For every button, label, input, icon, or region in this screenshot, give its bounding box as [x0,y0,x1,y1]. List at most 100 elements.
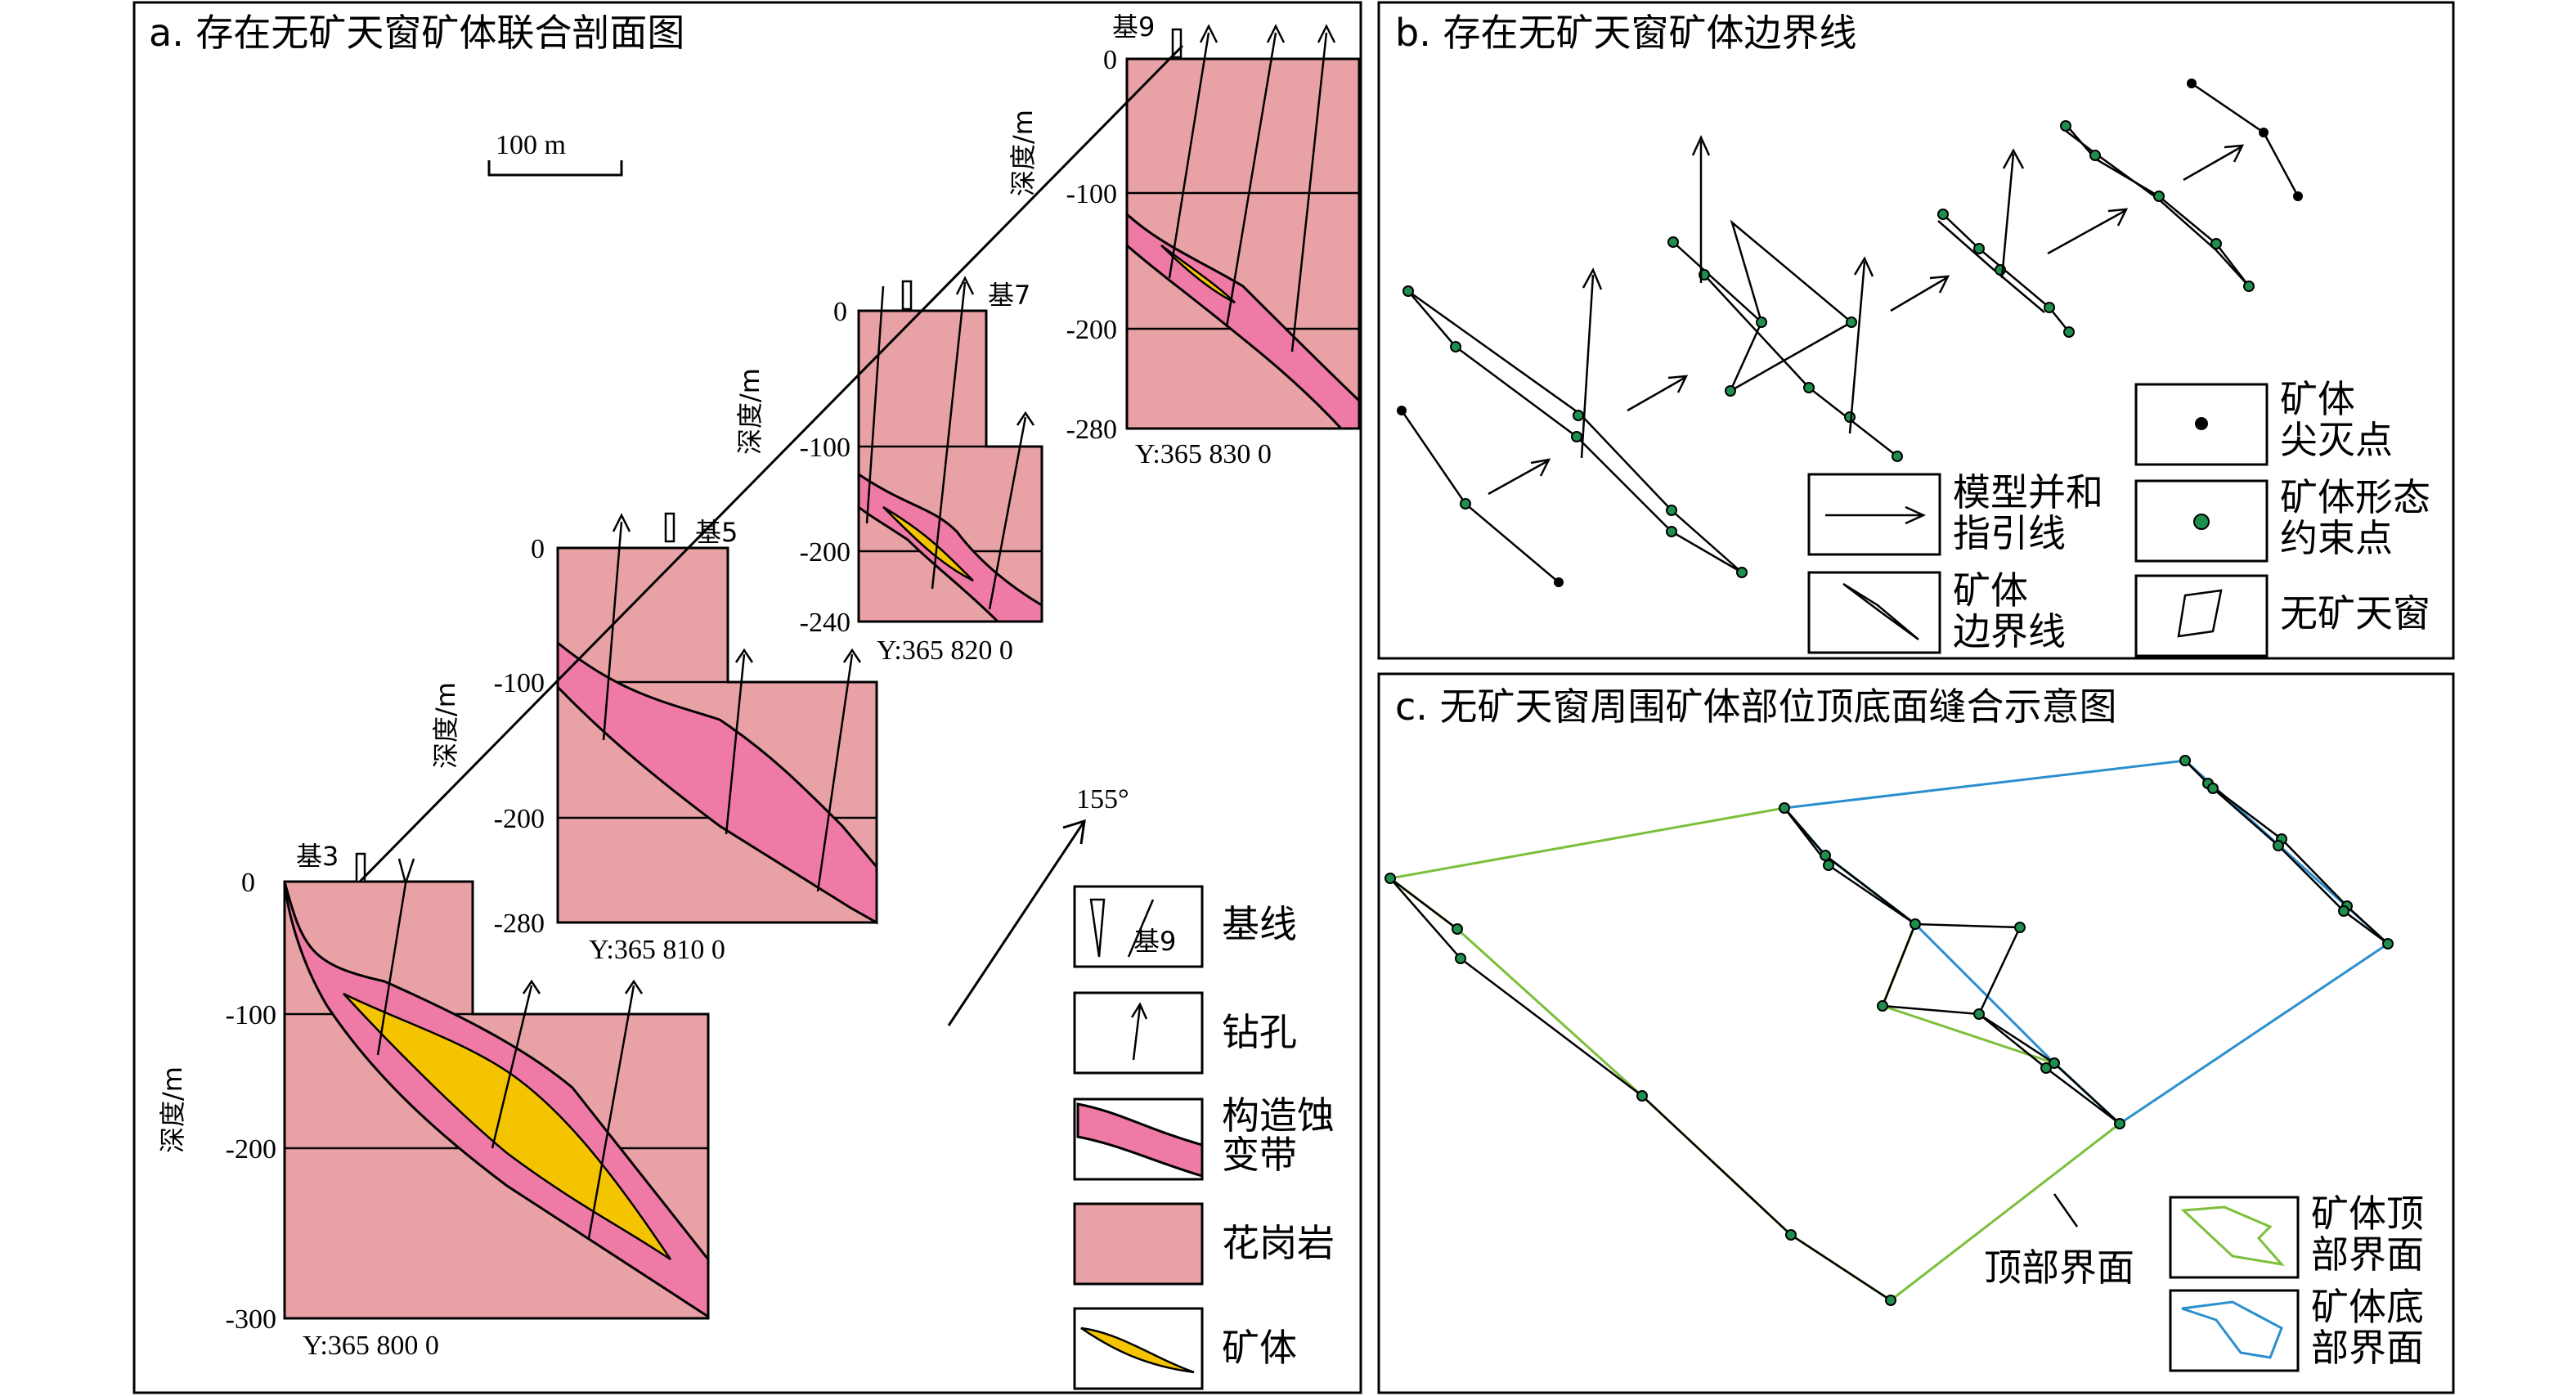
drillhole-arrow [1317,24,1336,43]
depth-tick: -200 [494,804,545,834]
depth-tick: -100 [494,668,545,698]
section-coord: Y:365 810 0 [589,935,725,965]
drillhole-arrow [955,276,975,295]
section-coord: Y:365 820 0 [877,635,1013,666]
top-surface-label: 顶部界面 [1984,1246,2134,1290]
baseline-marker [901,280,913,311]
panel-b-title: b. 存在无矿天窗矿体边界线 [1395,11,1856,55]
legend-panel-a: 基9 基线 钻孔 构造蚀 变带 花岗岩 矿体 [1073,885,1335,1390]
alteration-band [857,472,1043,623]
depth-tick: -300 [226,1304,276,1335]
legend-boundary-label-1: 矿体 [1953,568,2028,613]
drillhole [1168,32,1210,279]
orebody-icon [1080,1326,1195,1374]
legend-granite-label: 花岗岩 [1222,1221,1335,1265]
drillhole-arrow [612,513,631,532]
section-coord: Y:365 800 0 [303,1331,439,1361]
azimuth-label: 155° [1076,784,1129,815]
guide-arrow-icon [1825,505,1927,525]
depth-tick: 0 [531,534,545,564]
alteration-icon [1076,1102,1204,1178]
depth-tick: -200 [1066,315,1117,345]
legend-constraint-label-1: 矿体形态 [2280,475,2430,519]
window-icon [2177,589,2223,638]
drillhole-arrow [522,979,541,994]
pinch-point-icon [2195,417,2208,430]
section-name: 基7 [988,280,1030,311]
section-ji9: 基9 0 -100 -200 -280 深度/m Y:365 830 0 [1008,11,1361,469]
panel-c-frame [1377,672,2455,1394]
drillhole [602,521,623,741]
depth-tick: 0 [241,868,255,898]
top-surface-leader [2053,1193,2079,1228]
depth-tick: -100 [800,433,850,463]
drillhole-arrow [734,648,754,663]
drillhole [816,653,854,892]
drillhole [1225,32,1277,328]
constraint-point-icon [2193,514,2210,530]
legend-window-label: 无矿天窗 [2280,591,2430,635]
legend-alteration-label-2: 变带 [1222,1133,1297,1177]
panel-a-title: a. 存在无矿天窗矿体联合剖面图 [149,11,684,55]
legend-drillhole-label: 钻孔 [1222,1010,1297,1054]
depth-tick: 0 [1103,45,1117,75]
legend-bottom-label-1: 矿体底 [2311,1285,2424,1329]
depth-axis-label: 深度/m [734,368,765,455]
drillhole [587,985,635,1239]
legend-guide-label-2: 指引线 [1953,511,2066,555]
section-coord: Y:365 830 0 [1135,439,1272,469]
depth-tick: 0 [833,297,847,327]
legend-pinch-label-2: 尖灭点 [2280,418,2393,462]
legend-baseline-label: 基线 [1222,902,1297,946]
panel-c: c. 无矿天窗周围矿体部位顶底面缝合示意图 顶部界面 矿体顶 部界面 [1377,672,2455,1394]
top-surface-icon [2180,1205,2285,1267]
section-ji5: 基5 0 -100 -200 -280 深度/m Y:365 810 0 [430,512,878,965]
depth-tick: -100 [1066,179,1117,209]
orebody [882,505,974,582]
drillhole-arrow [624,979,644,994]
drillhole [988,416,1027,610]
panel-a: a. 存在无矿天窗矿体联合剖面图 100 m 基3 0 -100 -200 -3… [132,1,1362,1394]
drillhole-arrow [1266,24,1286,43]
drillhole-arrow [1199,24,1218,43]
drillhole [725,653,746,835]
section-ji3: 基3 0 -100 -200 -300 深度/m Y:365 800 0 [157,841,710,1361]
legend-baseline-tag: 基9 [1133,926,1176,957]
depth-tick: -240 [800,608,850,638]
legend-orebody-label: 矿体 [1222,1326,1297,1370]
drillhole [376,882,407,1056]
legend-top-label-2: 部界面 [2311,1232,2424,1277]
drillhole-arrow [1016,411,1035,426]
legend-swatch-boundary [1807,571,1941,654]
legend-panel-b: 模型并和 指引线 矿体 边界线 矿体 尖灭点 矿体形态 约束点 无矿天窗 [1807,377,2430,658]
depth-tick: -100 [226,1000,276,1030]
depth-tick: -200 [226,1134,276,1165]
section-ji7: 基7 0 -100 -200 -240 深度/m Y:365 820 0 [734,276,1043,666]
orebody [1160,244,1236,304]
section-name: 基9 [1112,11,1155,43]
legend-swatch-granite [1073,1202,1204,1286]
legend-constraint-label-2: 约束点 [2280,516,2393,560]
legend-top-label-1: 矿体顶 [2311,1192,2424,1236]
depth-axis-label: 深度/m [157,1066,188,1153]
section-name: 基5 [695,517,738,548]
legend-boundary-label-2: 边界线 [1953,609,2066,653]
scale-bar-label: 100 m [496,130,566,160]
legend-panel-c: 矿体顶 部界面 矿体底 部界面 [2169,1192,2424,1372]
depth-tick: -280 [494,909,545,939]
drillhole [1290,32,1328,352]
bottom-surface-icon [2181,1300,2283,1359]
panel-c-nodes [1384,755,2394,1306]
drillhole-icon [1130,1002,1148,1061]
legend-swatch-drillhole [1073,991,1204,1075]
drillhole [865,285,885,524]
legend-guide-label-1: 模型并和 [1953,470,2103,514]
scale-bar: 100 m [487,130,623,177]
legend-alteration-label-1: 构造蚀 [1222,1093,1335,1138]
baseline-icon [1089,898,1106,958]
depth-axis-label: 深度/m [1008,110,1039,196]
panel-b: b. 存在无矿天窗矿体边界线 [1377,1,2455,660]
baseline-marker [664,512,675,543]
drillhole-arrow [842,648,862,663]
